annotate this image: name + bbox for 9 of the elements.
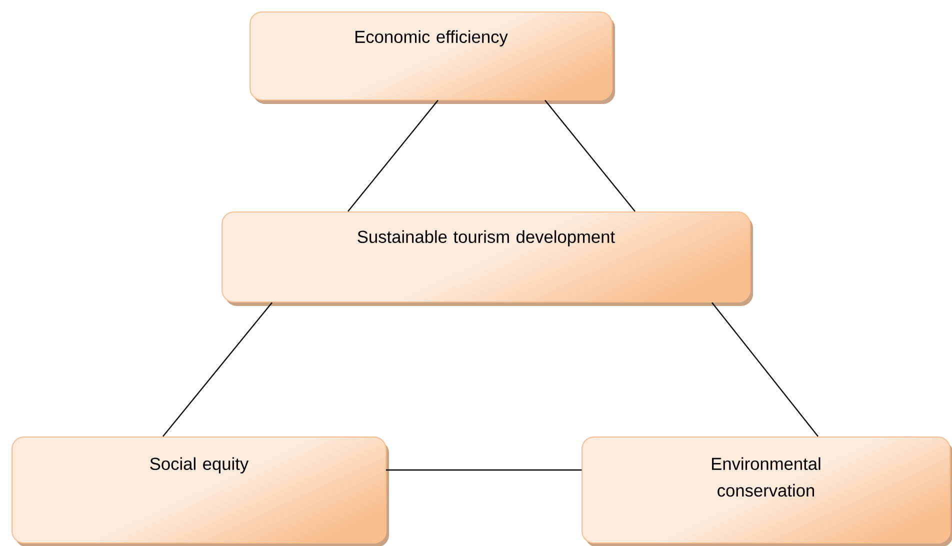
connector-line <box>544 100 636 212</box>
connector-line <box>712 302 818 437</box>
rounded-box: Environmental conservation <box>581 436 952 546</box>
rounded-box: Sustainable tourism development <box>221 211 754 306</box>
rounded-box: Economic efficiency <box>249 11 615 104</box>
rounded-box: Social equity <box>11 436 389 546</box>
connector-line <box>348 100 438 212</box>
connector-line <box>386 469 582 471</box>
connector-line <box>162 302 272 437</box>
